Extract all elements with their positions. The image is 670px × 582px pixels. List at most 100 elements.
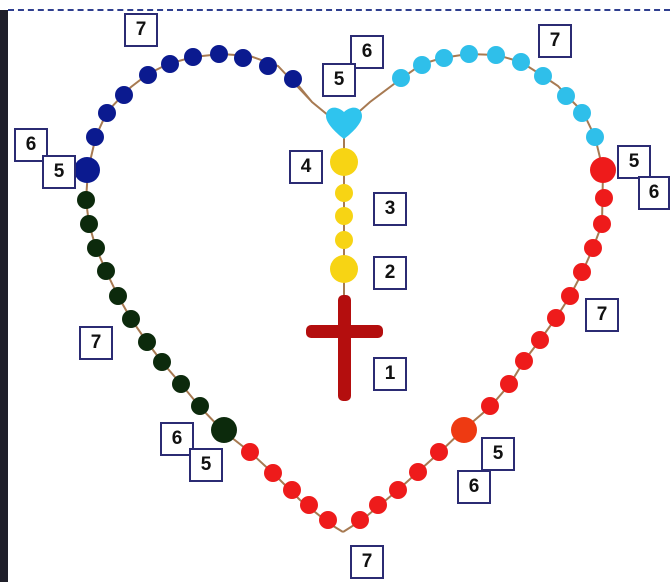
bead-sky: [413, 56, 431, 74]
bead-red: [283, 481, 301, 499]
label-box: 7: [538, 24, 572, 58]
label-text: 5: [54, 161, 65, 183]
cross: [306, 295, 383, 401]
bead-navy: [98, 104, 116, 122]
decade-navy: [74, 45, 302, 183]
label-box: 2: [373, 256, 407, 290]
bead-yellow-large-4: [330, 148, 358, 176]
label-box: 5: [322, 63, 356, 97]
label-box: 3: [373, 192, 407, 226]
label-text: 6: [362, 41, 373, 63]
bead-dark-large: [211, 417, 237, 443]
label-text: 6: [649, 182, 660, 204]
bead-red: [481, 397, 499, 415]
label-text: 5: [493, 443, 504, 465]
bead-red: [300, 496, 318, 514]
label-text: 7: [550, 30, 561, 52]
bead-navy: [184, 48, 202, 66]
bead-red: [430, 443, 448, 461]
bead-red: [561, 287, 579, 305]
label-text: 7: [136, 19, 147, 41]
bead-sky: [557, 87, 575, 105]
bead-dark: [109, 287, 127, 305]
bead-red: [241, 443, 259, 461]
bead-navy: [259, 57, 277, 75]
bead-red: [389, 481, 407, 499]
bead-sky: [460, 45, 478, 63]
label-text: 6: [469, 476, 480, 498]
bead-yellow-small: [335, 207, 353, 225]
bead-dark: [122, 310, 140, 328]
label-box: 7: [124, 13, 158, 47]
label-text: 6: [26, 134, 37, 156]
label-text: 3: [385, 198, 396, 220]
label-text: 7: [362, 551, 373, 573]
bead-red: [500, 375, 518, 393]
bead-red: [531, 331, 549, 349]
decade-red: [241, 189, 613, 529]
bead-red: [409, 463, 427, 481]
label-text: 2: [385, 262, 396, 284]
bead-yellow-large-2: [330, 255, 358, 283]
bead-red: [584, 239, 602, 257]
label-box: 6: [457, 470, 491, 504]
bead-red: [595, 189, 613, 207]
bead-navy: [284, 70, 302, 88]
bead-red: [573, 263, 591, 281]
bead-sky: [573, 104, 591, 122]
bead-dark: [138, 333, 156, 351]
bead-dark: [153, 353, 171, 371]
label-text: 5: [629, 151, 640, 173]
bead-dark: [97, 262, 115, 280]
label-box: 5: [42, 155, 76, 189]
bead-dark: [80, 215, 98, 233]
bead-sky: [512, 53, 530, 71]
cross-horizontal: [306, 325, 383, 338]
heart-centerpiece: [326, 108, 362, 139]
bead-navy: [139, 66, 157, 84]
label-box: 6: [638, 176, 670, 210]
label-box: 4: [289, 150, 323, 184]
bead-navy: [86, 128, 104, 146]
decade-black-green: [77, 191, 237, 443]
decade-sky: [392, 45, 604, 146]
label-box: 5: [617, 145, 651, 179]
bead-yellow-small: [335, 231, 353, 249]
bead-dark: [191, 397, 209, 415]
bead-red: [264, 464, 282, 482]
label-box: 1: [373, 357, 407, 391]
bead-dark: [77, 191, 95, 209]
label-box: 7: [79, 326, 113, 360]
label-text: 1: [385, 363, 396, 385]
bead-sky: [586, 128, 604, 146]
bead-navy: [115, 86, 133, 104]
label-text: 4: [301, 156, 312, 178]
bead-navy: [234, 49, 252, 67]
bead-yellow-small: [335, 184, 353, 202]
bead-sky: [487, 46, 505, 64]
bead-sky: [392, 69, 410, 87]
bead-navy: [210, 45, 228, 63]
label-box: 7: [585, 298, 619, 332]
bead-dark: [172, 375, 190, 393]
bead-red-large-right: [590, 157, 616, 183]
label-text: 7: [597, 304, 608, 326]
bead-red-large: [451, 417, 477, 443]
label-box: 5: [481, 437, 515, 471]
label-text: 6: [172, 428, 183, 450]
label-box: 7: [350, 545, 384, 579]
bead-sky: [534, 67, 552, 85]
bead-red: [593, 215, 611, 233]
bead-red: [351, 511, 369, 529]
label-text: 7: [91, 332, 102, 354]
bead-dark: [87, 239, 105, 257]
cross-vertical: [338, 295, 351, 401]
bead-navy: [161, 55, 179, 73]
label-text: 5: [334, 69, 345, 91]
label-box: 5: [189, 448, 223, 482]
bead-red: [547, 309, 565, 327]
bead-red: [369, 496, 387, 514]
label-text: 5: [201, 454, 212, 476]
bead-sky: [435, 49, 453, 67]
bead-navy-large: [74, 157, 100, 183]
